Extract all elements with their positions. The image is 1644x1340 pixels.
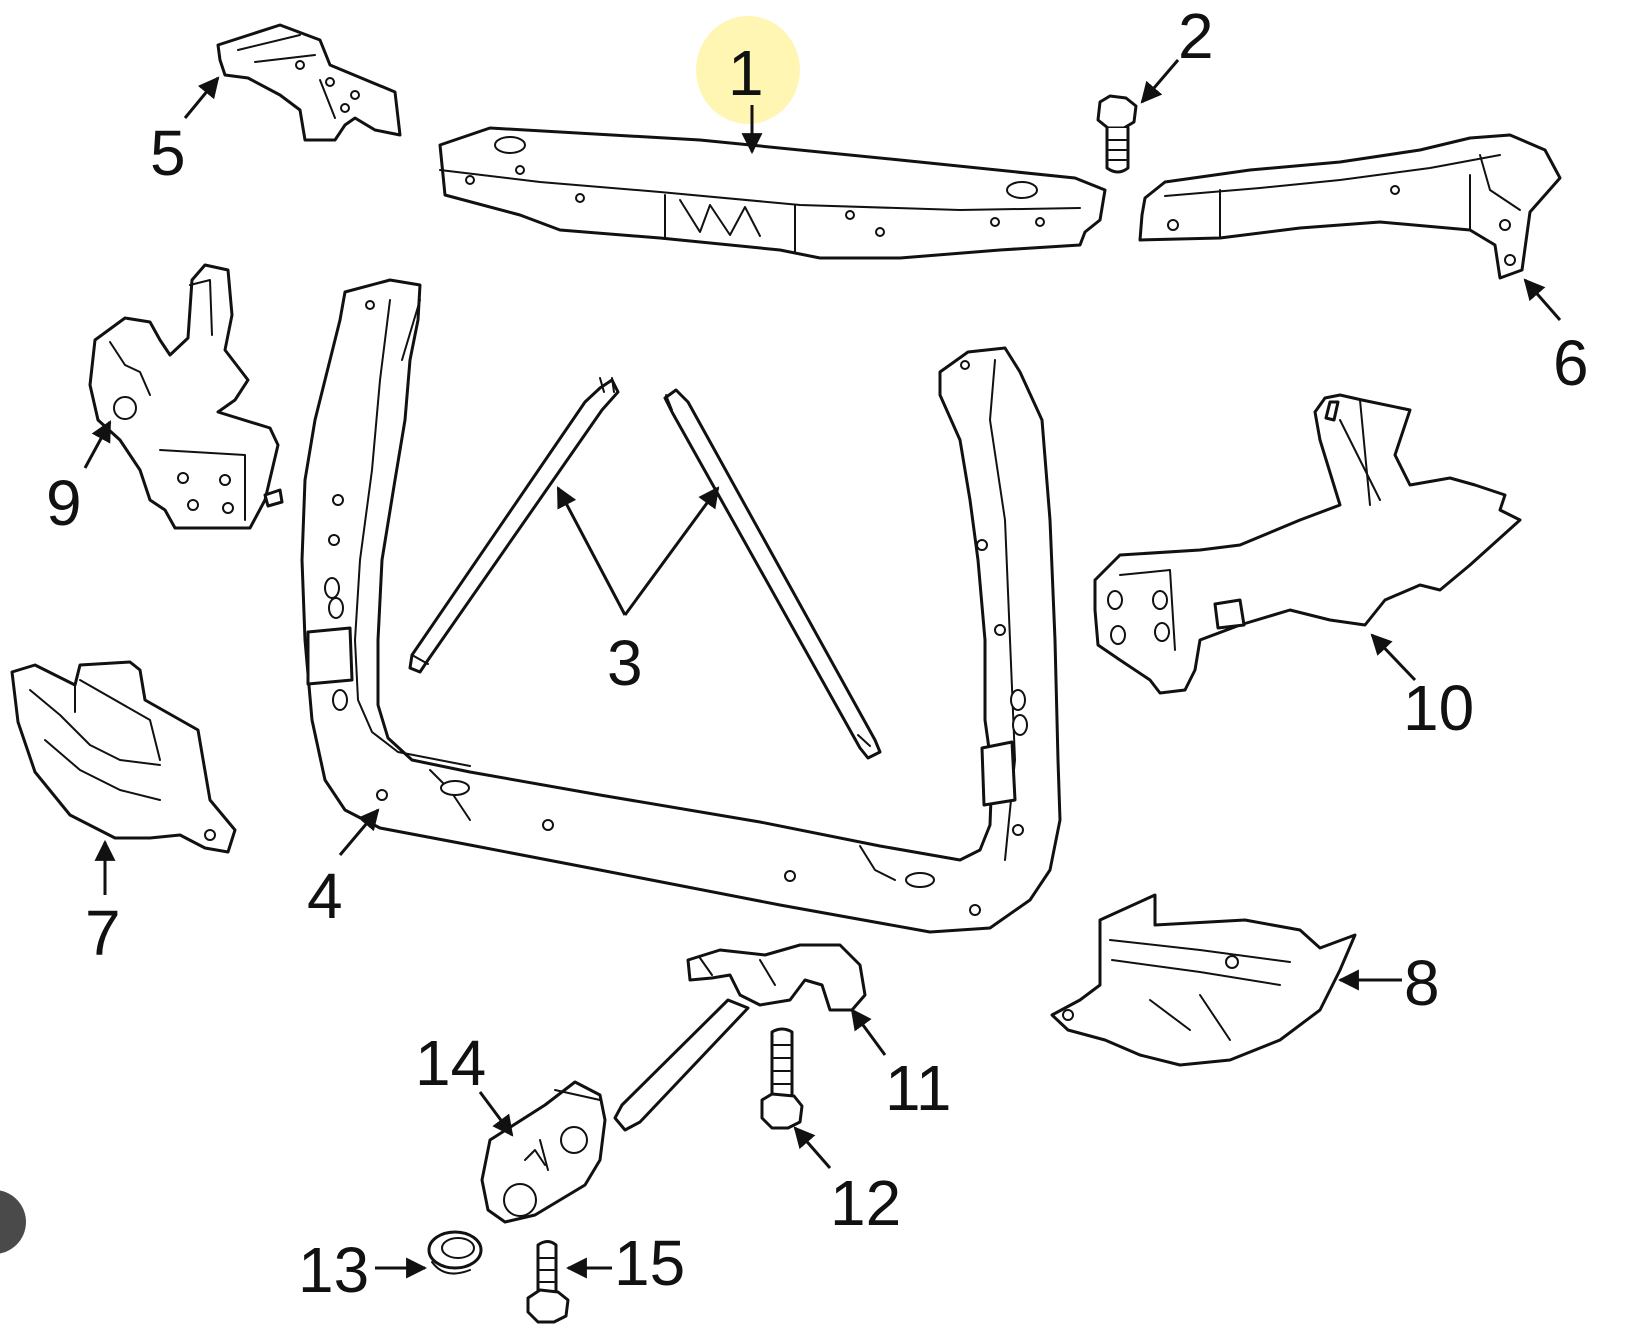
leader-9 [83, 420, 112, 469]
callout-15: 15 [614, 1227, 685, 1299]
callout-13: 13 [298, 1234, 369, 1306]
callout-11: 11 [885, 1052, 951, 1124]
leader-4 [338, 808, 380, 856]
callout-7: 7 [85, 897, 121, 969]
part-12-bolt[interactable] [760, 1027, 804, 1130]
part-10-bracket[interactable] [1093, 393, 1522, 695]
part-5-bracket[interactable] [216, 23, 402, 142]
leader-3b [623, 486, 720, 616]
part-2-bolt[interactable] [1096, 94, 1138, 174]
leader-3a [556, 486, 627, 616]
callout-8: 8 [1404, 947, 1440, 1019]
part-8-splash-shield[interactable] [1050, 893, 1357, 1067]
callout-4: 4 [307, 860, 343, 932]
leader-lines [83, 59, 1562, 1279]
callout-1: 1 [728, 37, 764, 109]
part-14-latch[interactable] [480, 1080, 607, 1224]
callout-14: 14 [415, 1027, 486, 1099]
callout-12: 12 [830, 1167, 901, 1239]
part-1-upper-crossmember[interactable] [438, 126, 1107, 260]
part-13-plug[interactable] [427, 1230, 483, 1275]
callout-5: 5 [150, 117, 186, 189]
callout-9: 9 [46, 467, 82, 539]
part-15-stud-bolt[interactable] [526, 1240, 570, 1324]
part-4-radiator-support[interactable] [300, 278, 1062, 934]
callout-10: 10 [1403, 672, 1474, 744]
leader-14 [478, 1091, 514, 1137]
callout-3: 3 [607, 627, 643, 699]
callout-labels: 1 2 3 4 5 6 7 8 9 10 11 12 13 14 15 [46, 0, 1589, 1306]
part-9-bracket[interactable] [88, 263, 284, 530]
leader-2 [1140, 59, 1180, 104]
leader-11 [850, 1008, 887, 1056]
part-6-bracket[interactable] [1138, 133, 1562, 280]
leader-10 [1370, 633, 1417, 682]
part-3-support-rods[interactable] [408, 377, 882, 760]
callout-2: 2 [1178, 0, 1214, 72]
leader-12 [793, 1126, 832, 1169]
callout-6: 6 [1553, 327, 1589, 399]
part-7-splash-shield[interactable] [10, 660, 237, 854]
leader-5 [183, 76, 220, 119]
callout-1-highlight [696, 16, 800, 124]
part-11-latch-bracket[interactable] [613, 943, 867, 1132]
leader-6 [1523, 278, 1562, 321]
